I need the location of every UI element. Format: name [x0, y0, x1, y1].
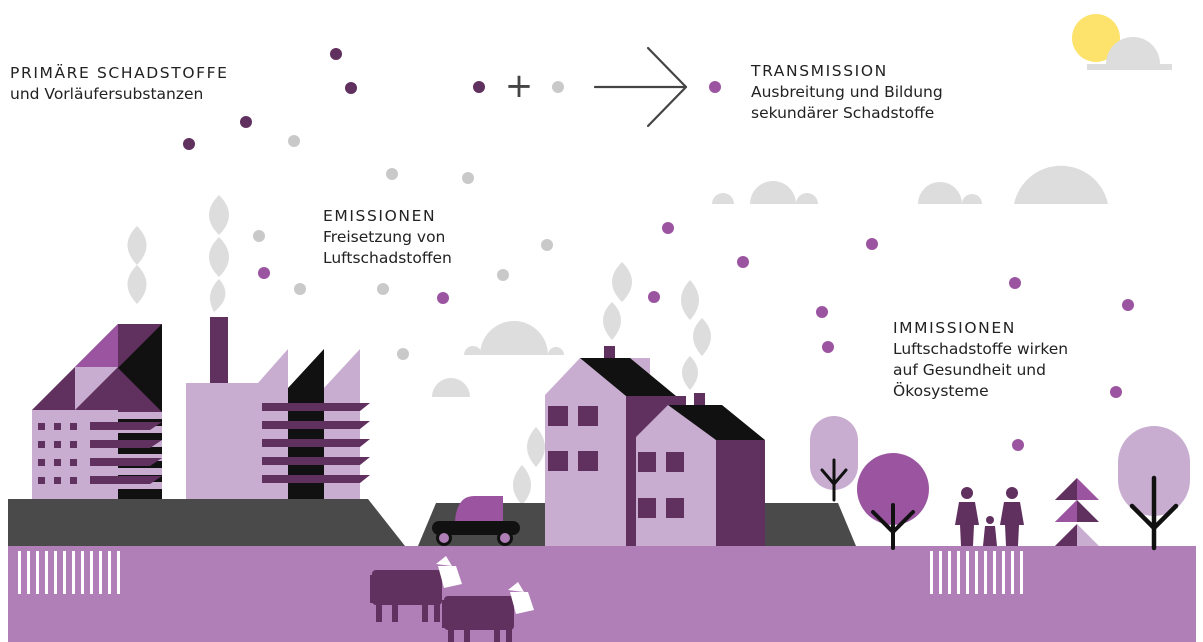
house-icon: [636, 393, 765, 546]
arrow-right-icon: [593, 46, 688, 128]
immissions-line1: Luftschadstoffe wirken: [893, 340, 1069, 358]
factory-icon: [186, 317, 370, 499]
transmission-line2: sekundärer Schadstoffe: [751, 104, 935, 122]
equation-legend: +: [473, 46, 721, 128]
cow-icon: [370, 556, 462, 622]
emissions-heading: EMISSIONEN: [323, 207, 437, 225]
transmission-line1: Ausbreitung und Bildung: [751, 83, 943, 101]
field-rows: [18, 551, 1023, 594]
emissions-line1: Freisetzung von: [323, 228, 446, 246]
immissions-heading: IMMISSIONEN: [893, 319, 1016, 337]
immissions-line2: auf Gesundheit und: [893, 361, 1046, 379]
primary-pollutants-label: PRIMÄRE SCHADSTOFFE und Vorläufersubstan…: [10, 63, 229, 105]
tree-icon: [1118, 426, 1190, 551]
cow-icon: [442, 582, 534, 642]
cloud-icon: [1087, 37, 1172, 70]
secondary-particle: [709, 81, 721, 93]
factory-icon: [32, 324, 162, 499]
family-icon: [955, 487, 1024, 546]
sun-icon: [1072, 14, 1120, 62]
tree-icon: [810, 416, 858, 502]
immissions-label: IMMISSIONEN Luftschadstoffe wirken auf G…: [893, 318, 1068, 402]
primary-particle-dark: [473, 81, 485, 93]
emissions-line2: Luftschadstoffen: [323, 249, 452, 267]
cloud-icon: [432, 321, 564, 397]
plus-operator: +: [505, 66, 534, 106]
primary-pollutants-line1: und Vorläufersubstanzen: [10, 85, 204, 103]
transmission-heading: TRANSMISSION: [751, 62, 888, 80]
tree-icon: [1055, 478, 1099, 546]
pollutant-particles: [183, 48, 1134, 451]
car-icon: [432, 496, 520, 546]
immissions-line3: Ökosysteme: [893, 382, 989, 400]
cloud-icon: [712, 165, 1108, 204]
emissions-label: EMISSIONEN Freisetzung von Luftschadstof…: [323, 206, 452, 269]
tree-icon: [857, 453, 929, 550]
primary-particle-gray: [552, 81, 564, 93]
transmission-label: TRANSMISSION Ausbreitung und Bildung sek…: [751, 61, 943, 124]
primary-pollutants-heading: PRIMÄRE SCHADSTOFFE: [10, 64, 229, 82]
